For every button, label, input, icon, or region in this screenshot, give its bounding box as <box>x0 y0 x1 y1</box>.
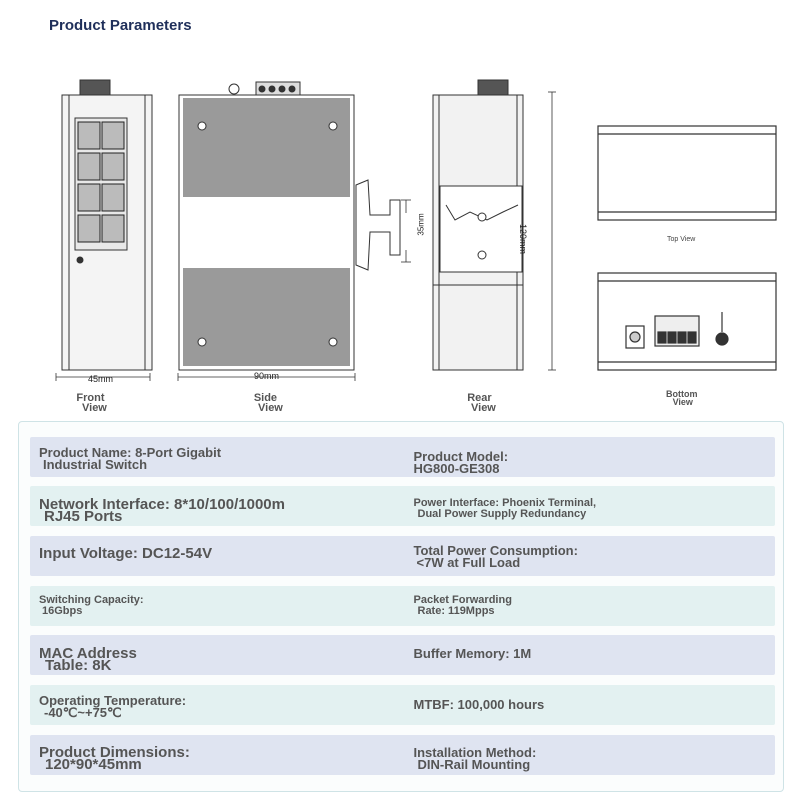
bottom-view-drawing <box>597 272 777 371</box>
height-dimension: 120mm <box>518 224 528 255</box>
spec-cell-left: Product Dimensions: 120*90*45mm <box>39 744 190 773</box>
side-width-dimension: 90mm <box>254 371 280 381</box>
spec-cell-right: Buffer Memory: 1M <box>413 646 532 661</box>
spec-cell-right: Installation Method: DIN-Rail Mounting <box>413 745 537 772</box>
spec-cell-left: Switching Capacity: 16Gbps <box>39 594 144 617</box>
spec-row: MAC Address Table: 8K Buffer Memory: 1M <box>30 635 775 675</box>
spec-cell-left: MAC Address Table: 8K <box>39 645 137 674</box>
spec-row: Input Voltage: DC12-54V Total Power Cons… <box>30 536 775 576</box>
spec-cell-left: Input Voltage: DC12-54V <box>39 545 213 562</box>
front-view-label: Front View <box>76 392 107 414</box>
front-width-dimension: 45mm <box>88 374 114 384</box>
spec-row: Operating Temperature: -40℃~+75℃ MTBF: 1… <box>30 685 775 725</box>
side-view-label: Side View <box>253 392 283 414</box>
front-view-drawing <box>61 79 153 371</box>
technical-drawings: 45mm 90mm 120mm 35mm Top View Front View… <box>55 79 777 414</box>
rear-view-drawing <box>432 79 524 371</box>
top-view-label: Top View <box>667 236 696 243</box>
spec-row: Switching Capacity: 16Gbps Packet Forwar… <box>30 586 775 626</box>
spec-cell-right: MTBF: 100,000 hours <box>413 697 545 712</box>
rear-view-label: Rear View <box>467 392 496 414</box>
side-view-drawing <box>178 81 401 371</box>
din-rail-dimension: 35mm <box>416 213 426 236</box>
spec-cell-left: Product Name: 8-Port Gigabit Industrial … <box>39 445 222 472</box>
spec-cell-left: Operating Temperature: -40℃~+75℃ <box>39 693 187 720</box>
spec-row: Network Interface: 8*10/100/1000m RJ45 P… <box>30 486 775 526</box>
rj45-ports <box>77 121 125 243</box>
spec-table: Product Name: 8-Port Gigabit Industrial … <box>18 421 784 792</box>
spec-cell-right: Power Interface: Phoenix Terminal, Dual … <box>413 497 597 520</box>
spec-cell-right: Product Model: HG800-GE308 <box>413 449 509 476</box>
page-title: Product Parameters <box>49 17 192 34</box>
bottom-view-label: Bottom View <box>666 389 698 407</box>
spec-row: Product Dimensions: 120*90*45mm Installa… <box>30 735 775 775</box>
spec-row: Product Name: 8-Port Gigabit Industrial … <box>30 437 775 477</box>
drawing-canvas <box>55 79 777 381</box>
spec-cell-right: Total Power Consumption: <7W at Full Loa… <box>413 543 578 570</box>
spec-cell-right: Packet Forwarding Rate: 119Mpps <box>413 594 512 617</box>
spec-cell-left: Network Interface: 8*10/100/1000m RJ45 P… <box>39 496 285 525</box>
top-view-drawing <box>597 125 777 221</box>
